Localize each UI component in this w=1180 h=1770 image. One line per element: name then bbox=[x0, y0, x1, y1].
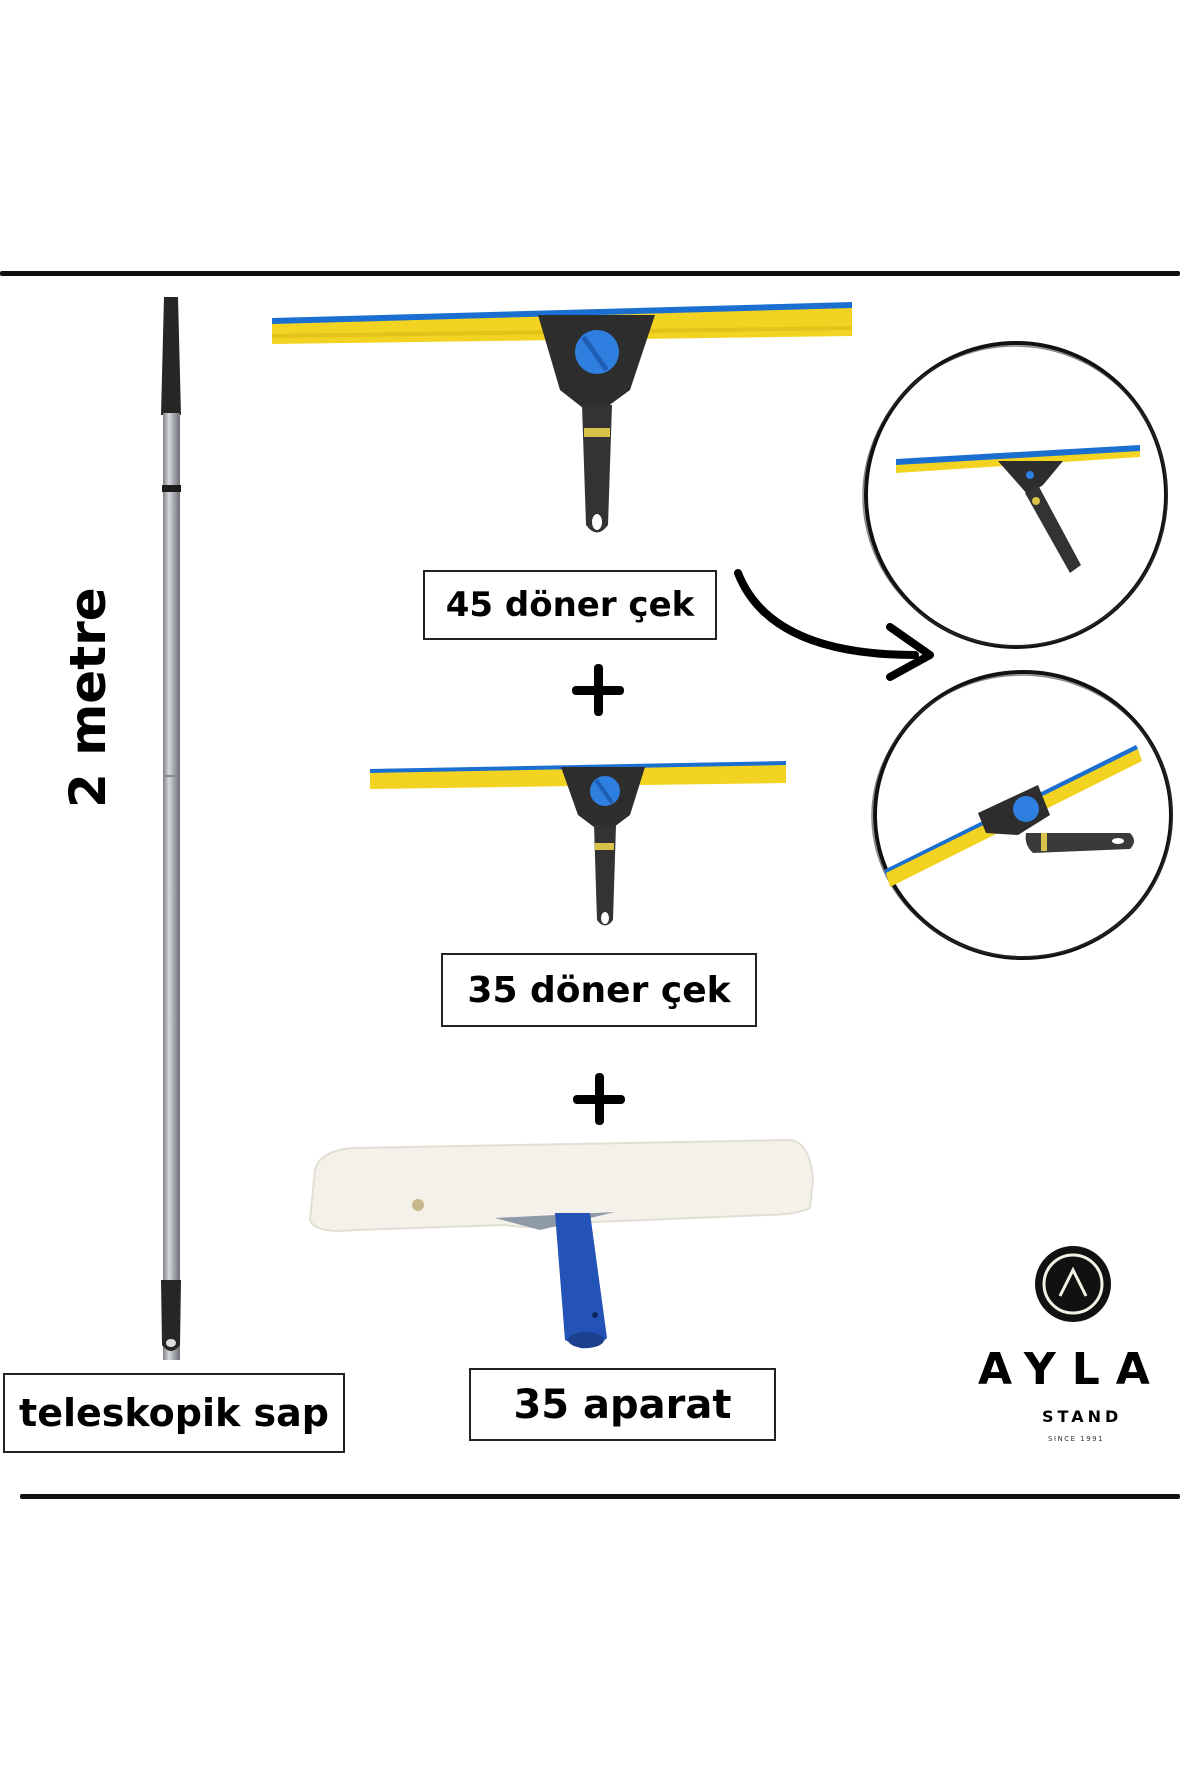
label-squeegee-45-text: 45 döner çek bbox=[445, 585, 695, 625]
telescopic-pole-image bbox=[161, 297, 181, 1360]
squeegee-45-image bbox=[272, 302, 852, 533]
brand-subname: STAND bbox=[1042, 1407, 1123, 1426]
detail-circle-swivel-angle-2 bbox=[871, 670, 1173, 960]
label-window-washer-35: 35 aparat bbox=[469, 1368, 776, 1441]
brand-logo-icon bbox=[1042, 1253, 1104, 1315]
bottom-divider bbox=[20, 1494, 1180, 1499]
plus-icon bbox=[573, 1073, 625, 1125]
squeegee-35-image bbox=[370, 761, 786, 926]
label-telescopic-pole-text: teleskopik sap bbox=[19, 1391, 329, 1435]
label-squeegee-45: 45 döner çek bbox=[423, 570, 717, 640]
detail-circle-swivel-angle-1 bbox=[862, 341, 1168, 649]
brand-logo bbox=[1035, 1246, 1111, 1322]
brand-name: AYLA bbox=[978, 1344, 1166, 1395]
label-telescopic-pole: teleskopik sap bbox=[3, 1373, 345, 1453]
label-window-washer-35-text: 35 aparat bbox=[513, 1381, 732, 1428]
plus-icon bbox=[572, 664, 624, 716]
label-squeegee-35: 35 döner çek bbox=[441, 953, 757, 1027]
brand-since: SINCE 1991 bbox=[1048, 1435, 1105, 1443]
length-label: 2 metre bbox=[59, 587, 117, 808]
curved-arrow-icon bbox=[734, 569, 934, 681]
top-divider bbox=[0, 271, 1180, 276]
window-washer-35-image bbox=[308, 1138, 815, 1349]
label-squeegee-35-text: 35 döner çek bbox=[467, 969, 731, 1011]
